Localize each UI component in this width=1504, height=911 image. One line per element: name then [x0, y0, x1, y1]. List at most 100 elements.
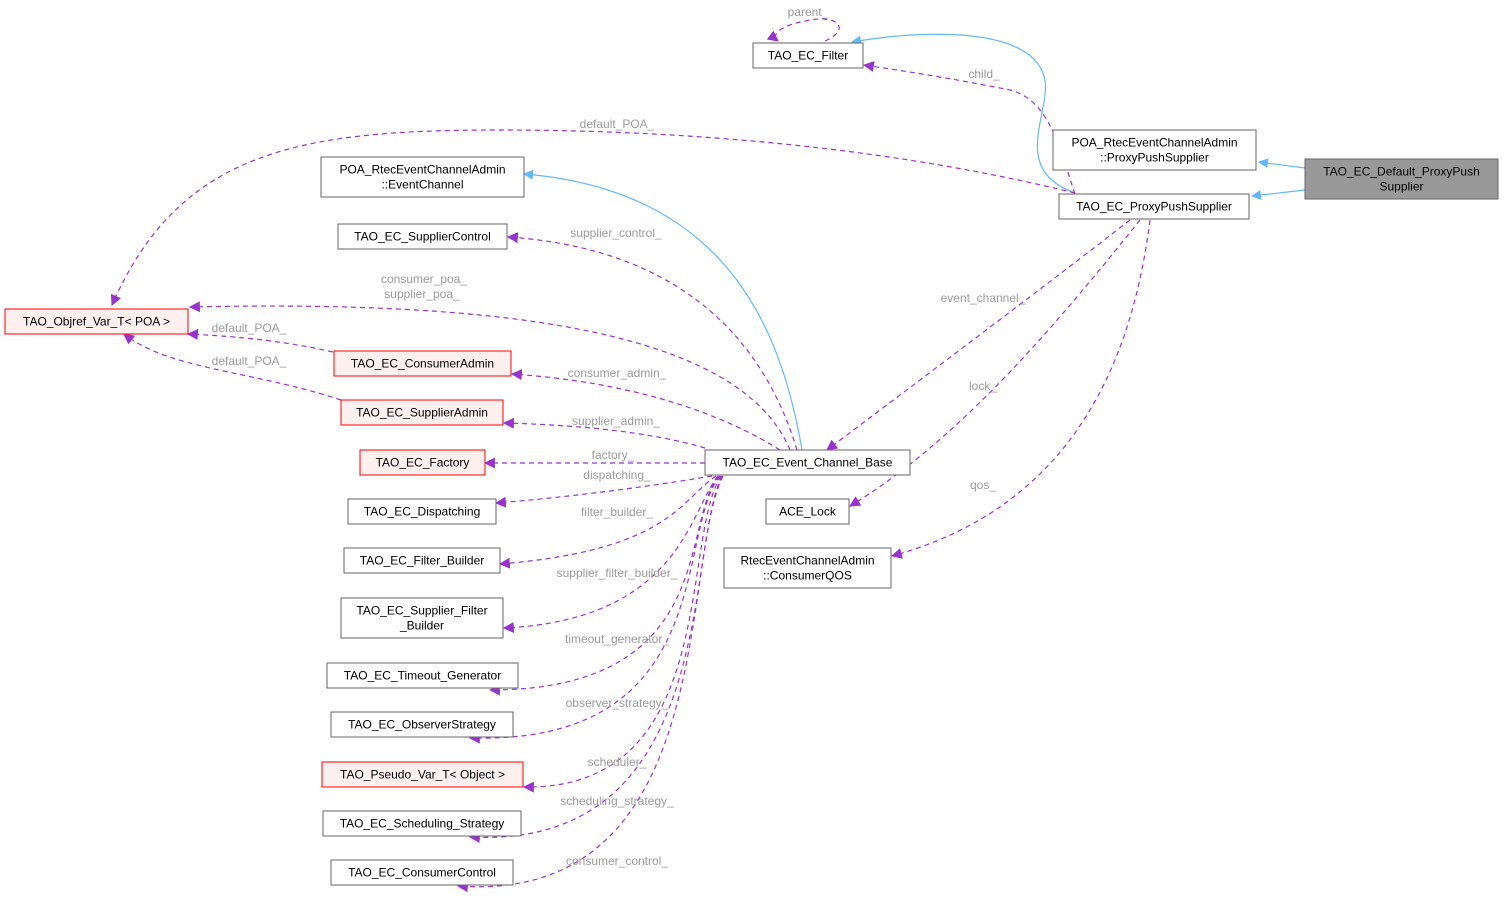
- edge-label-qos: qos_: [970, 478, 996, 492]
- node-label: TAO_Objref_Var_T< POA >: [23, 315, 170, 329]
- edge-use-supplier-admin: [502, 417, 706, 449]
- edge-use-child: [862, 61, 1076, 195]
- node-box: [330, 711, 514, 738]
- node-box: [326, 662, 519, 689]
- node-label: POA_RtecEventChannelAdmin: [339, 163, 505, 177]
- edge-label-consumer-admin: consumer_admin_: [568, 366, 667, 380]
- node-label: TAO_EC_Event_Channel_Base: [723, 456, 893, 470]
- edge-inherit-ecbase-to-poa-eventchannel: [523, 169, 803, 451]
- node-box: [1058, 193, 1250, 220]
- node-objref-var[interactable]: TAO_Objref_Var_T< POA >: [4, 308, 189, 335]
- node-label: ::ConsumerQOS: [763, 569, 852, 583]
- node-supplier-filter-builder[interactable]: TAO_EC_Supplier_Filter_Builder: [340, 597, 504, 639]
- edge-label-lock: lock_: [969, 379, 997, 393]
- edge-label-observer-strategy: observer_strategy_: [566, 696, 669, 710]
- node-box: [337, 223, 508, 250]
- edge-label-scheduling-strategy: scheduling_strategy_: [560, 794, 674, 808]
- edge-label-scheduler: scheduler_: [588, 755, 647, 769]
- node-observer-strategy[interactable]: TAO_EC_ObserverStrategy: [330, 711, 514, 738]
- edge-label-default-poa-consumer-admin: default_POA_: [212, 321, 287, 335]
- node-box: [343, 547, 501, 574]
- node-pseudo-var[interactable]: TAO_Pseudo_Var_T< Object >: [321, 761, 524, 788]
- node-box: [1304, 158, 1499, 200]
- node-label: ::ProxyPushSupplier: [1100, 151, 1209, 165]
- node-ec-proxypush[interactable]: TAO_EC_ProxyPushSupplier: [1058, 193, 1250, 220]
- edge-use-timeout-generator: [488, 475, 720, 696]
- edge-inherit-default-to-poa: [1258, 158, 1306, 169]
- node-box: [1052, 129, 1257, 171]
- edge-label-supplier-poa: supplier_poa_: [384, 287, 460, 301]
- node-box: [704, 449, 911, 476]
- node-label: TAO_EC_ConsumerControl: [348, 866, 496, 880]
- edge-label-parent: parent_: [788, 5, 829, 19]
- edge-use-dispatching: [494, 475, 713, 508]
- edge-label-dispatching: dispatching_: [583, 468, 651, 482]
- node-box: [322, 810, 522, 837]
- node-ec-filter[interactable]: TAO_EC_Filter: [752, 42, 864, 69]
- edge-use-default-poa-supplier-admin: [123, 333, 342, 401]
- node-consumer-control[interactable]: TAO_EC_ConsumerControl: [330, 859, 514, 886]
- edge-use-consumer-control: [456, 475, 724, 893]
- node-label: TAO_EC_Filter_Builder: [360, 554, 485, 568]
- node-timeout-generator[interactable]: TAO_EC_Timeout_Generator: [326, 662, 519, 689]
- node-box: [765, 498, 850, 525]
- node-scheduling-strategy[interactable]: TAO_EC_Scheduling_Strategy: [322, 810, 522, 837]
- node-label: TAO_EC_Scheduling_Strategy: [340, 817, 505, 831]
- node-supplier-admin[interactable]: TAO_EC_SupplierAdmin: [340, 399, 504, 426]
- edge-label-event-channel: event_channel_: [941, 291, 1026, 305]
- node-box: [723, 547, 892, 589]
- edge-use-event-channel: [826, 219, 1131, 451]
- node-poa-eventchannel[interactable]: POA_RtecEventChannelAdmin::EventChannel: [320, 156, 525, 198]
- node-label: TAO_EC_ConsumerAdmin: [351, 357, 494, 371]
- node-box: [320, 156, 525, 198]
- edge-use-consumer-admin: [510, 369, 781, 451]
- edge-label-default-poa-supplier-admin: default_POA_: [212, 354, 287, 368]
- edge-inherit-default-to-proxypush: [1251, 189, 1306, 200]
- node-label: TAO_EC_Default_ProxyPush: [1323, 165, 1480, 179]
- edge-use-consumer-poa: [188, 301, 791, 451]
- node-label: ::EventChannel: [381, 178, 463, 192]
- node-label: TAO_EC_ObserverStrategy: [348, 718, 496, 732]
- edge-inherit-proxypush-to-filter: [851, 33, 1076, 194]
- node-label: RtecEventChannelAdmin: [740, 554, 874, 568]
- node-dispatching[interactable]: TAO_EC_Dispatching: [347, 498, 497, 525]
- node-factory[interactable]: TAO_EC_Factory: [359, 449, 486, 476]
- node-label: TAO_EC_SupplierControl: [354, 230, 491, 244]
- node-box: [333, 350, 512, 377]
- node-default-proxypush[interactable]: TAO_EC_Default_ProxyPushSupplier: [1304, 158, 1499, 200]
- edge-label-supplier-control: supplier_control_: [570, 226, 662, 240]
- edge-use-qos: [890, 219, 1151, 559]
- edge-label-timeout-generator: timeout_generator_: [565, 632, 669, 646]
- edge-label-supplier-filter-builder: supplier_filter_builder_: [557, 566, 678, 580]
- node-box: [340, 597, 504, 639]
- node-label: TAO_Pseudo_Var_T< Object >: [340, 768, 505, 782]
- node-label: Supplier: [1379, 180, 1423, 194]
- edge-use-supplier-filter-builder: [502, 475, 719, 634]
- edge-use-supplier-control: [506, 232, 798, 451]
- node-consumer-admin[interactable]: TAO_EC_ConsumerAdmin: [333, 350, 512, 377]
- edge-use-scheduler: [522, 475, 722, 793]
- node-box: [752, 42, 864, 69]
- node-box: [347, 498, 497, 525]
- edge-use-filter-builder: [498, 475, 717, 569]
- node-consumer-qos[interactable]: RtecEventChannelAdmin::ConsumerQOS: [723, 547, 892, 589]
- edge-label-child: child_: [968, 67, 1000, 81]
- edge-label-filter-builder: filter_builder_: [581, 505, 653, 519]
- node-box: [359, 449, 486, 476]
- node-box: [321, 761, 524, 788]
- node-label: TAO_EC_Dispatching: [364, 505, 481, 519]
- node-label: _Builder: [399, 619, 444, 633]
- node-supplier-control[interactable]: TAO_EC_SupplierControl: [337, 223, 508, 250]
- node-filter-builder[interactable]: TAO_EC_Filter_Builder: [343, 547, 501, 574]
- edge-use-default-poa-top: [110, 129, 1076, 307]
- node-poa-proxypush[interactable]: POA_RtecEventChannelAdmin::ProxyPushSupp…: [1052, 129, 1257, 171]
- node-ace-lock[interactable]: ACE_Lock: [765, 498, 850, 525]
- edge-label-supplier-admin: supplier_admin_: [572, 414, 660, 428]
- node-label: POA_RtecEventChannelAdmin: [1071, 136, 1237, 150]
- node-label: TAO_EC_Supplier_Filter: [356, 604, 487, 618]
- node-label: TAO_EC_ProxyPushSupplier: [1076, 200, 1232, 214]
- node-event-channel-base[interactable]: TAO_EC_Event_Channel_Base: [704, 449, 911, 476]
- node-label: TAO_EC_Filter: [768, 49, 848, 63]
- edge-label-consumer-control: consumer_control_: [566, 854, 668, 868]
